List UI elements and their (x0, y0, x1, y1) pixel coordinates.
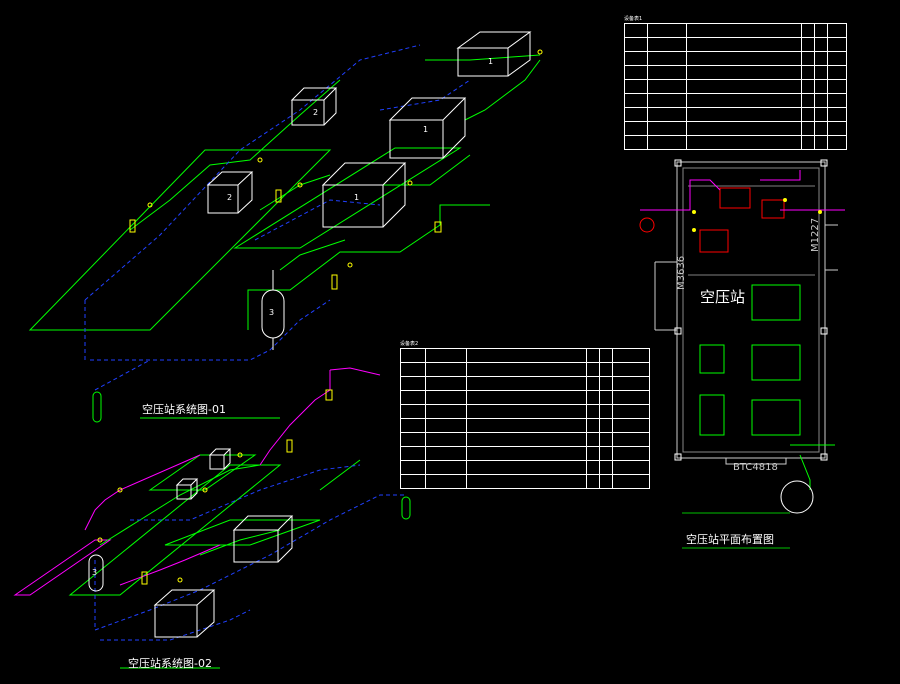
room-label: 空压站 (700, 288, 746, 306)
table-caption-2: 设备表2 (400, 341, 419, 347)
discharge-pipe (247, 204, 490, 330)
system-diagram-01-title: 空压站系统图-01 (142, 403, 226, 416)
system-diagram-02-title: 空压站系统图-02 (128, 657, 212, 670)
equipment-number-2: 2 (313, 108, 319, 117)
system-diagram-02 (13, 367, 411, 669)
door-label-m1227: M1227 (810, 217, 821, 252)
equipment-number-1: 1 (488, 57, 494, 66)
equipment-number-2b: 2 (227, 193, 233, 202)
system-diagram-01 (28, 31, 543, 423)
equipment-number-1b: 1 (423, 125, 429, 134)
equipment-table-1 (624, 23, 847, 150)
equipment-number-3b: 3 (92, 568, 98, 577)
equipment-table-2 (400, 348, 650, 489)
plan-layout (639, 159, 845, 549)
table-caption-1: 设备表1 (624, 16, 643, 22)
plan-layout-title: 空压站平面布置图 (686, 533, 774, 546)
air-receiver-tank-3 (261, 270, 285, 350)
floor-slab-2 (233, 147, 462, 249)
air-receiver-tank-3b (88, 554, 104, 592)
door-label-m3636: M3636 (676, 255, 687, 290)
equipment-number-3: 3 (269, 308, 275, 317)
floor-slab-1 (28, 149, 332, 331)
equipment-number-1c: 1 (354, 193, 360, 202)
window-label-btc: BTC4818 (733, 462, 778, 473)
